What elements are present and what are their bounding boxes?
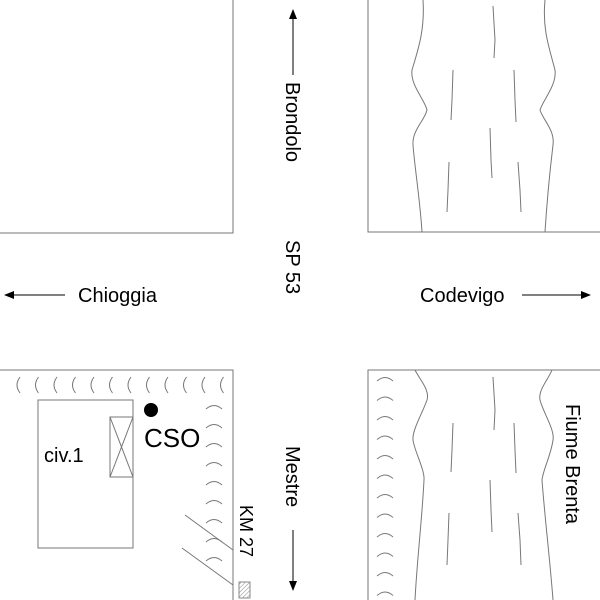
label-east: Codevigo [420, 285, 505, 307]
embankment-arc [376, 416, 394, 421]
manhole-box-icon [109, 416, 134, 478]
embankment-arc [376, 435, 394, 440]
embankment-arc [16, 376, 21, 394]
embankment-arc [109, 376, 113, 394]
embankment-arc [35, 376, 39, 394]
embankment-arc [205, 481, 223, 486]
label-north: Brondolo [281, 82, 303, 162]
building-civ1 [37, 399, 134, 549]
embankment-arc [376, 455, 394, 460]
block-bottom-left [0, 369, 234, 600]
label-building: civ.1 [44, 445, 84, 467]
km-marker-post-icon [238, 581, 251, 599]
block-bottom-right [367, 369, 600, 600]
embankment-arc [72, 376, 76, 394]
embankment-arc [146, 376, 150, 394]
embankment-arc [376, 591, 394, 596]
embankment-arc [376, 474, 394, 479]
embankment-arc [205, 443, 223, 448]
block-top-left [0, 0, 234, 234]
label-south: Mestre [281, 446, 303, 507]
embankment-arc [205, 538, 223, 543]
embankment-arc [376, 396, 394, 401]
embankment-hatching [16, 376, 394, 596]
embankment-arc [376, 572, 394, 577]
embankment-arc [53, 376, 58, 394]
embankment-arc [205, 519, 223, 524]
river-top [411, 0, 556, 233]
label-west: Chioggia [78, 285, 158, 307]
embankment-arc [127, 376, 132, 394]
label-road: SP 53 [281, 240, 303, 294]
embankment-arc [376, 533, 394, 538]
embankment-arc [90, 376, 95, 394]
embankment-arc [205, 500, 223, 505]
embankment-arc [220, 376, 224, 394]
embankment-arc [376, 552, 394, 557]
label-river: Fiume Brenta [561, 404, 583, 525]
embankment-arc [376, 494, 394, 499]
cso-point-icon [144, 403, 158, 417]
embankment-arc [376, 377, 394, 382]
embankment-arc [205, 557, 223, 562]
embankment-arc [205, 405, 223, 410]
river-bottom [412, 369, 554, 600]
embankment-arc [205, 462, 223, 467]
label-point: CSO [144, 423, 200, 453]
label-km-marker: KM 27 [236, 505, 256, 557]
block-top-right [367, 0, 600, 233]
embankment-arc [205, 424, 223, 429]
embankment-arc [183, 376, 187, 394]
embankment-arc [164, 376, 169, 394]
embankment-arc [201, 376, 206, 394]
embankment-arc [376, 513, 394, 518]
ramp-line [181, 514, 234, 586]
